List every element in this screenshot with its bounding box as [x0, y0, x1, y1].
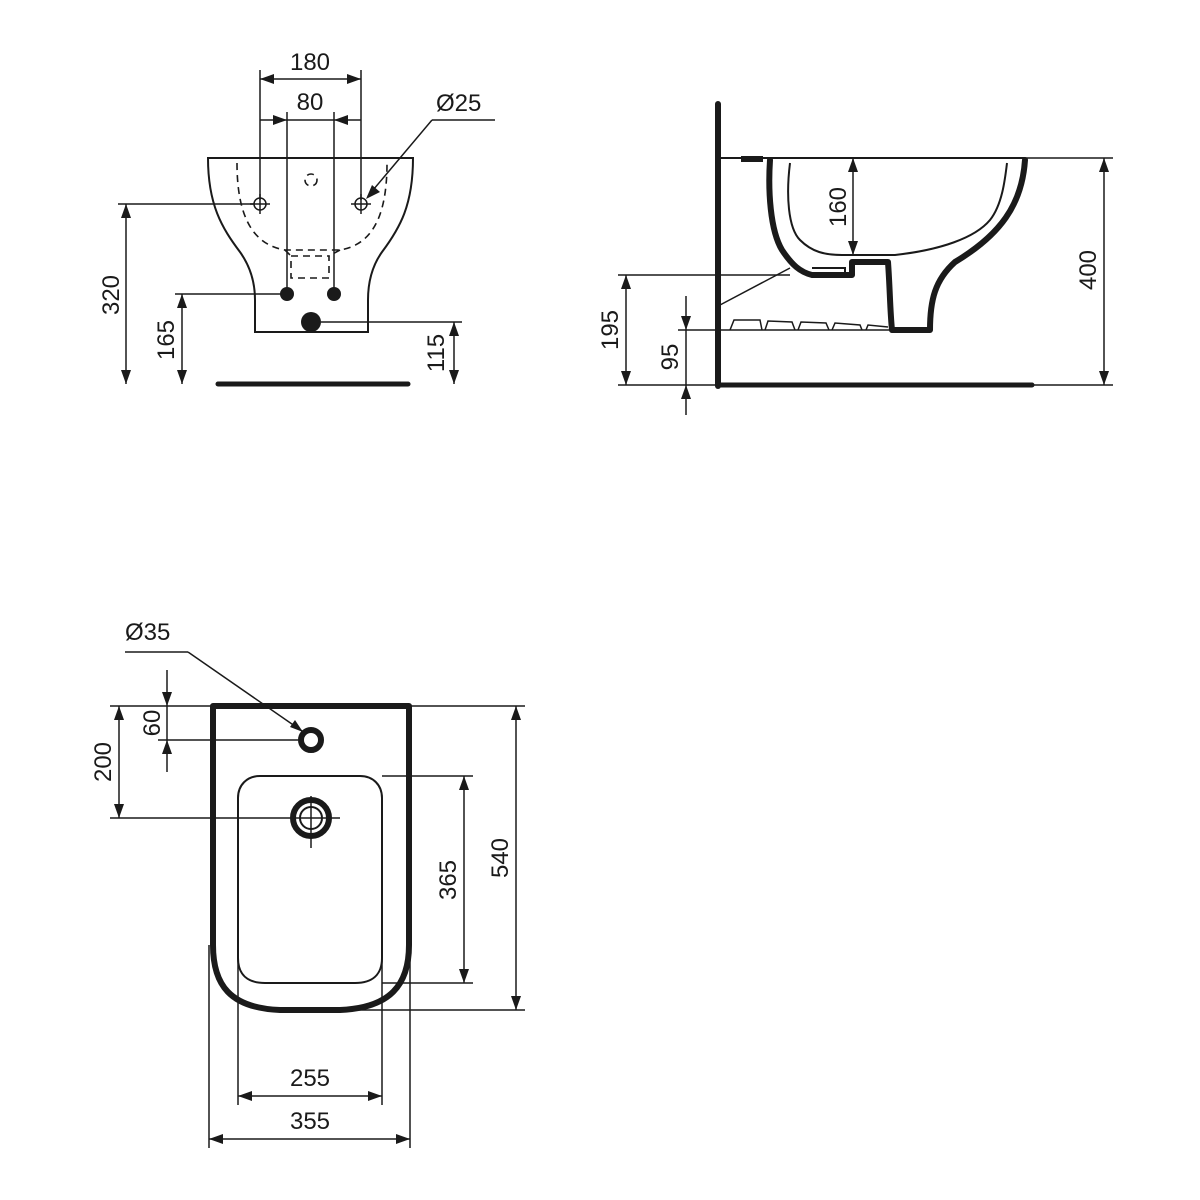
- dim-195-arrow-top: [621, 275, 631, 289]
- dim-355-arrow-left: [209, 1134, 223, 1144]
- dim-255-label: 255: [290, 1065, 330, 1092]
- dim-400-arrow-top: [1099, 158, 1109, 172]
- dim-95-label: 95: [657, 344, 684, 371]
- side-view: 160 400 195 95: [597, 101, 1113, 415]
- dim-165-arrow-top: [177, 294, 187, 308]
- top-tap-hole: [298, 727, 324, 753]
- dim-60-arrow-bottom: [162, 740, 172, 754]
- dim-80-label: 80: [297, 89, 324, 116]
- dim-115-arrow-top: [449, 322, 459, 336]
- dim-d25-arrow: [366, 185, 380, 199]
- dim-d25-label: Ø25: [436, 90, 481, 117]
- dim-60-label: 60: [139, 710, 166, 737]
- dim-160-label: 160: [825, 187, 852, 227]
- dim-200-arrow-bottom: [114, 804, 124, 818]
- front-bidet-outline: [206, 157, 415, 333]
- dim-320-label: 320: [98, 275, 125, 315]
- dim-255-arrow-left: [238, 1091, 252, 1101]
- dim-365-arrow-top: [459, 776, 469, 790]
- dim-180-arrow-left: [260, 74, 274, 84]
- dim-355-arrow-right: [396, 1134, 410, 1144]
- dim-400-label: 400: [1075, 250, 1102, 290]
- top-view: Ø35 60 200 365 540 255: [90, 619, 525, 1148]
- dim-80-arrow-left: [273, 115, 287, 125]
- dim-60-arrow-top: [162, 692, 172, 706]
- side-waste-pipe: [812, 267, 846, 277]
- dim-320-arrow-top: [121, 204, 131, 218]
- dim-95-arrow-bottom: [681, 385, 691, 399]
- dim-200-arrow-top: [114, 706, 124, 720]
- dim-365-label: 365: [435, 860, 462, 900]
- side-rim-fixing: [741, 156, 763, 162]
- dim-540-arrow-bottom: [511, 996, 521, 1010]
- dim-165-label: 165: [153, 320, 180, 360]
- dim-540-label: 540: [487, 838, 514, 878]
- dim-355-label: 355: [290, 1108, 330, 1135]
- front-waste-dot: [301, 312, 321, 332]
- dim-200-label: 200: [90, 742, 117, 782]
- front-supply-dot-left: [280, 287, 294, 301]
- dim-165-arrow-bottom: [177, 370, 187, 384]
- dim-180-arrow-right: [347, 74, 361, 84]
- dim-180-label: 180: [290, 49, 330, 76]
- dim-540-arrow-top: [511, 706, 521, 720]
- dim-d35-leader: [187, 651, 303, 732]
- front-tap-hole: [304, 173, 318, 187]
- front-hidden-link-left: [284, 249, 292, 257]
- side-body-outer: [766, 157, 1028, 333]
- dim-195-label: 195: [597, 310, 624, 350]
- front-hidden-outlet: [290, 255, 330, 279]
- front-supply-dot-right: [327, 287, 341, 301]
- side-floor-hatch: [729, 319, 889, 331]
- dim-160-arrow-top: [848, 158, 858, 172]
- dim-80-arrow-right: [334, 115, 348, 125]
- dim-115-arrow-bottom: [449, 370, 459, 384]
- dim-d35-label: Ø35: [125, 619, 170, 646]
- dim-255-arrow-right: [368, 1091, 382, 1101]
- dim-115-label: 115: [423, 334, 450, 372]
- dim-195-arrow-bottom: [621, 371, 631, 385]
- top-bowl-outline: [237, 775, 383, 984]
- dim-d25-leader: [367, 119, 433, 197]
- dim-160-arrow-bottom: [848, 241, 858, 255]
- front-view: 180 80 Ø25 320 165 115: [98, 49, 495, 387]
- dim-365-arrow-bottom: [459, 969, 469, 983]
- dim-400-arrow-bottom: [1099, 371, 1109, 385]
- dim-320-arrow-bottom: [121, 370, 131, 384]
- side-body-inner: [787, 162, 1008, 256]
- dim-95-arrow-top: [681, 316, 691, 330]
- side-leader: [719, 267, 791, 306]
- front-hidden-bowl: [236, 162, 388, 251]
- dim-d35-arrow: [290, 720, 303, 732]
